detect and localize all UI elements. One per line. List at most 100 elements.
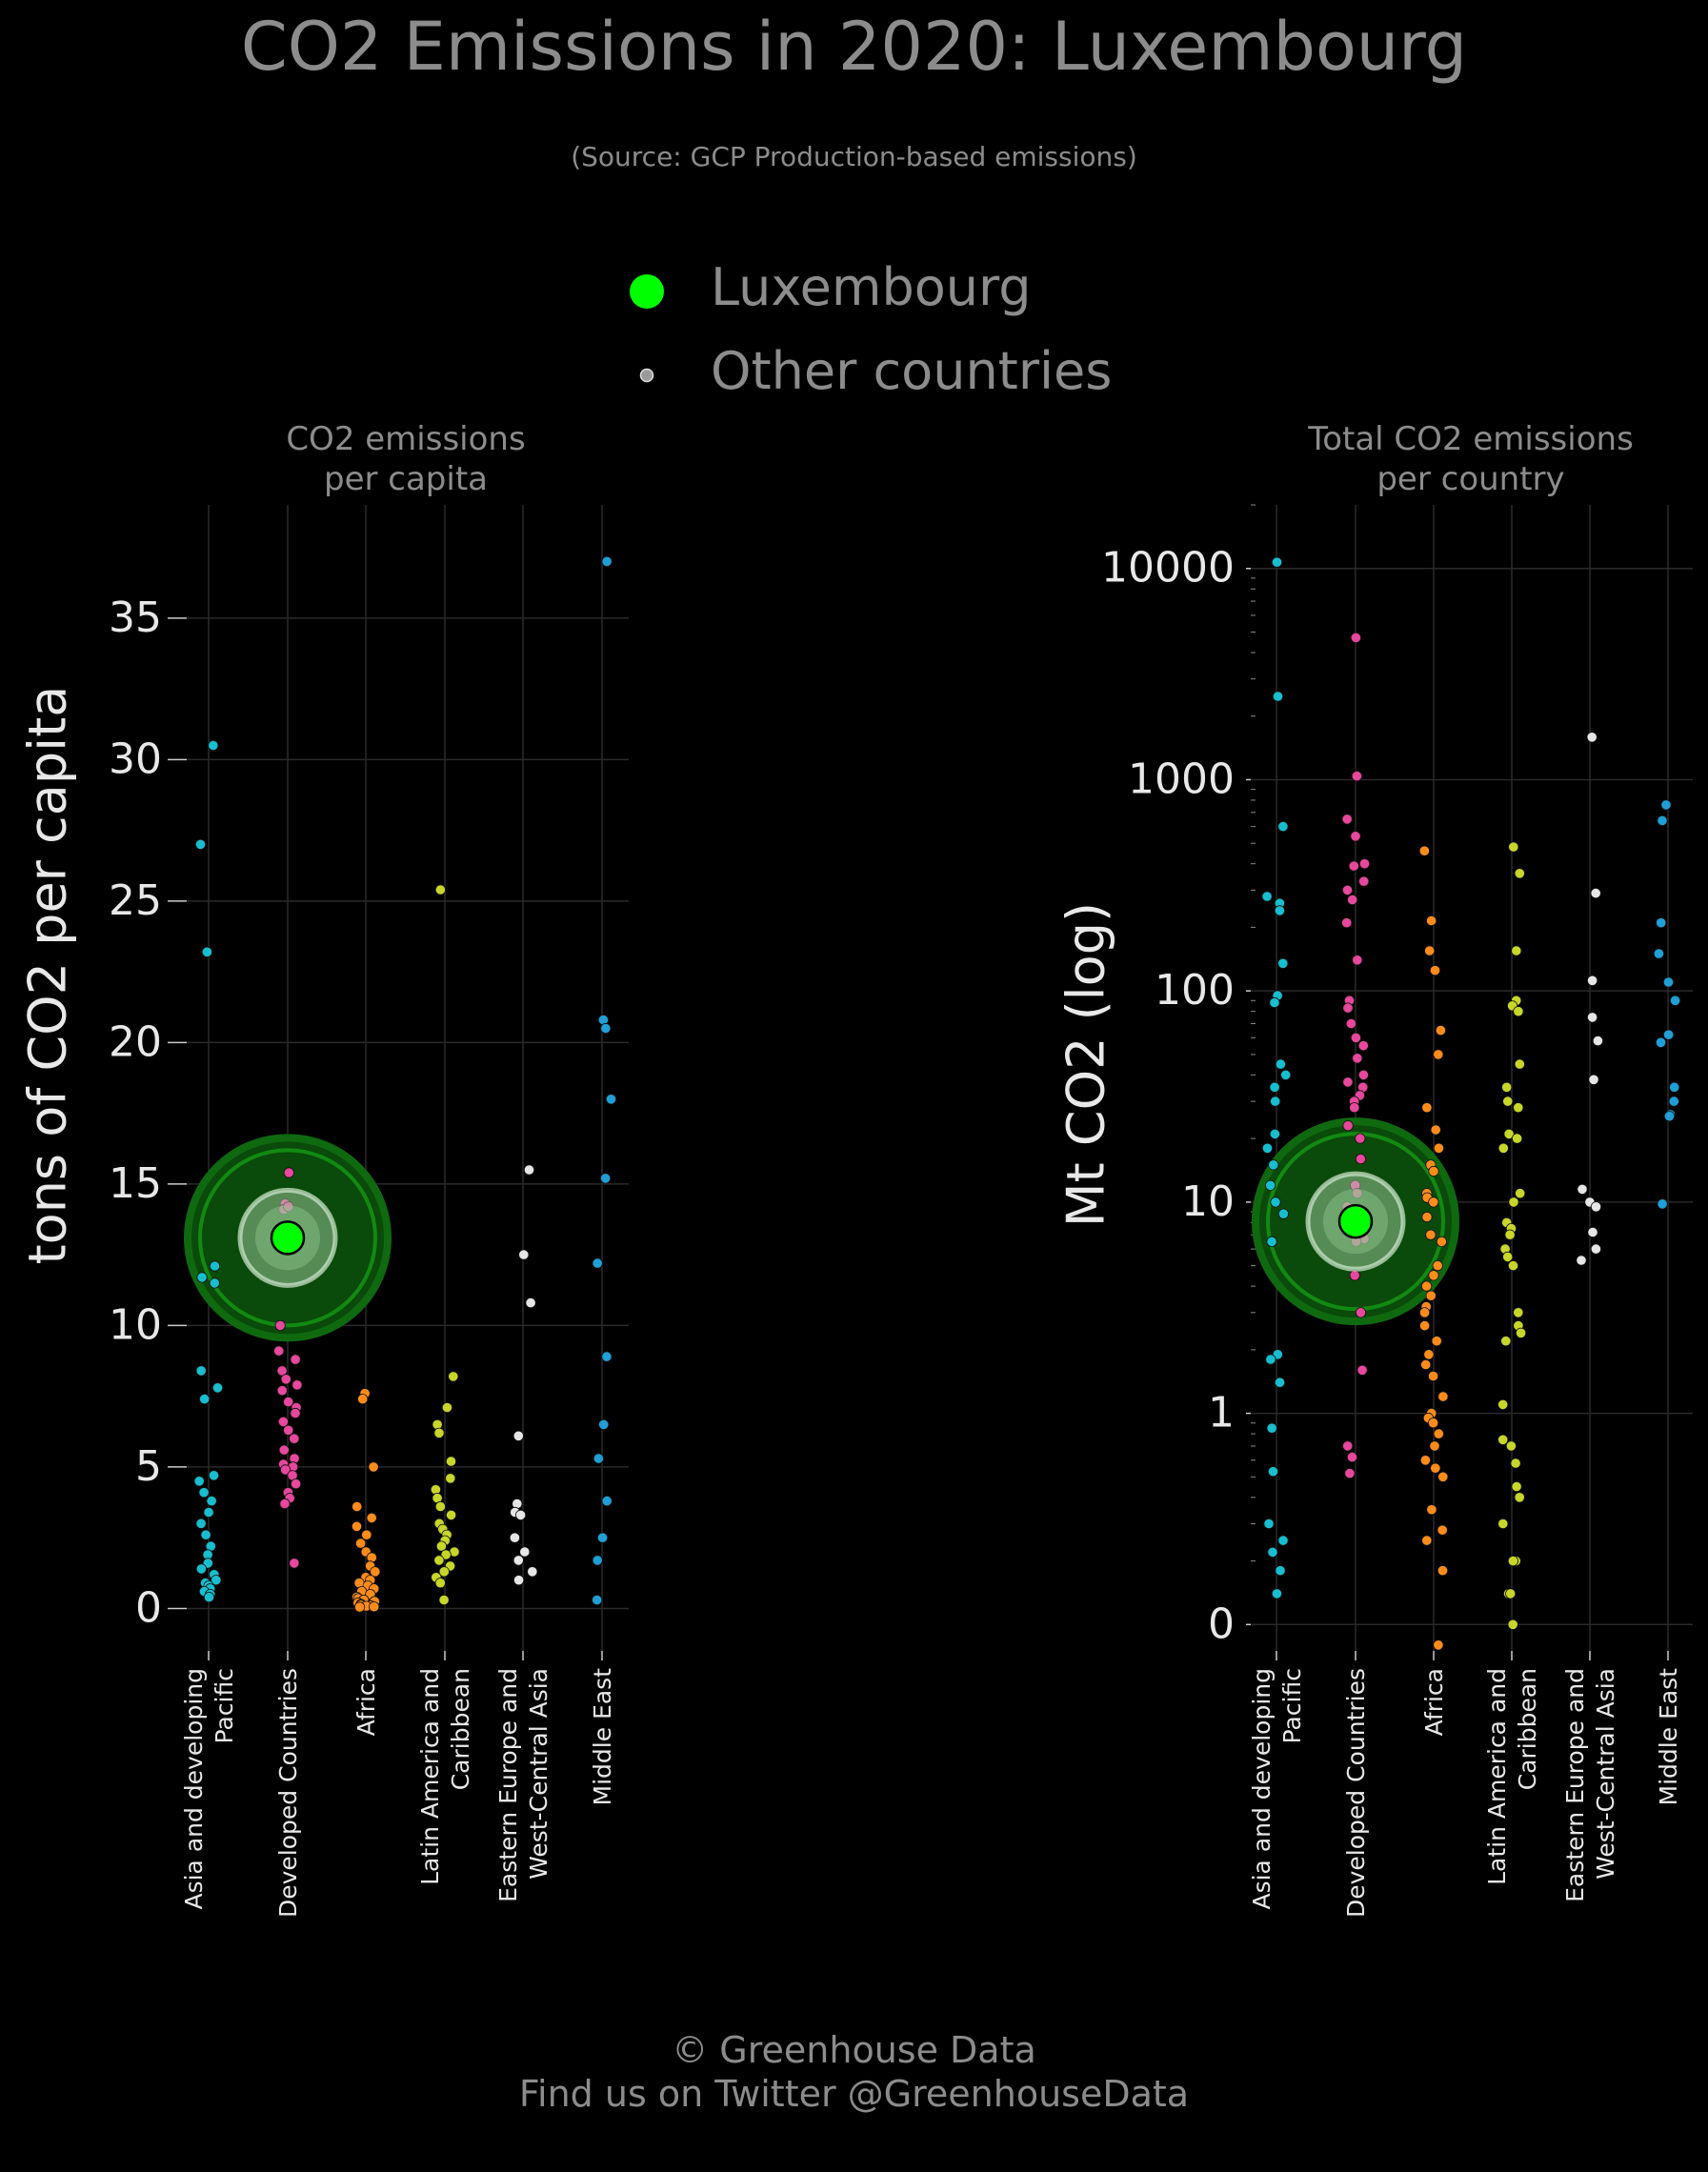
data-point-asia-and-developing-pacific (209, 1277, 220, 1289)
data-point-eastern-europe-and-west-central-asia (512, 1430, 524, 1441)
data-point-latin-america-and-caribbean (1503, 1128, 1515, 1140)
data-point-developed-countries (291, 1379, 303, 1391)
panel-title-total: Total CO2 emissions per country (1308, 420, 1634, 498)
data-point-latin-america-and-caribbean (1511, 945, 1522, 956)
xtick-label-line: Africa (352, 1668, 380, 1736)
xtick-label-line: Caribbean (1514, 1668, 1541, 1790)
data-point-latin-america-and-caribbean (1505, 1440, 1517, 1452)
data-point-developed-countries (278, 1444, 290, 1456)
data-point-developed-countries (1342, 1076, 1354, 1088)
data-point-developed-countries (1351, 771, 1363, 782)
data-point-developed-countries (1352, 955, 1363, 966)
data-point-africa (1430, 1124, 1441, 1136)
data-point-latin-america-and-caribbean (1508, 841, 1519, 853)
data-point-asia-and-developing-pacific (208, 739, 219, 752)
data-point-latin-america-and-caribbean (440, 1549, 452, 1560)
data-point-developed-countries (289, 1433, 300, 1444)
data-point-asia-and-developing-pacific (200, 1529, 211, 1540)
data-point-latin-america-and-caribbean (433, 1427, 445, 1438)
data-point-africa (1426, 1504, 1437, 1516)
data-point-middle-east (596, 1532, 609, 1543)
data-point-asia-and-developing-pacific (199, 1394, 211, 1405)
data-point-middle-east (605, 1094, 617, 1105)
data-point-eastern-europe-and-west-central-asia (525, 1297, 536, 1309)
ytick-label: 10000 (1101, 544, 1235, 593)
data-point-developed-countries (1357, 1069, 1370, 1081)
data-point-latin-america-and-caribbean (1515, 1188, 1526, 1199)
legend-highlight-marker (630, 274, 664, 309)
data-point-asia-and-developing-pacific (1277, 820, 1289, 833)
xtick-label-line: Asia and developing (1248, 1668, 1276, 1910)
data-point-middle-east (598, 1418, 610, 1431)
legend-other-label: Other countries (711, 341, 1113, 401)
data-point-developed-countries (1342, 1002, 1354, 1014)
data-point-asia-and-developing-pacific (1261, 1142, 1274, 1154)
data-point-asia-and-developing-pacific (1266, 1236, 1277, 1248)
data-point-developed-countries (280, 1374, 291, 1385)
data-point-africa (1421, 1280, 1433, 1292)
ytick-label: 20 (109, 1017, 162, 1066)
xtick-label-line: Middle East (589, 1668, 616, 1806)
data-point-asia-and-developing-pacific (194, 838, 207, 851)
data-point-middle-east (1663, 1111, 1676, 1122)
data-point-africa (1426, 915, 1437, 927)
data-point-latin-america-and-caribbean (1500, 1336, 1512, 1347)
data-point-asia-and-developing-pacific (1267, 1546, 1278, 1559)
data-point-asia-and-developing-pacific (1269, 1128, 1281, 1140)
data-point-africa (1419, 1307, 1431, 1318)
data-point-middle-east (1657, 814, 1668, 827)
data-point-asia-and-developing-pacific (1272, 691, 1284, 702)
data-point-developed-countries (1342, 1120, 1354, 1132)
data-point-asia-and-developing-pacific (195, 1365, 207, 1377)
highlight-halo-ring (198, 1148, 377, 1328)
data-point-eastern-europe-and-west-central-asia (1590, 887, 1601, 899)
data-point-africa (1432, 1260, 1443, 1272)
data-point-africa (1435, 1025, 1447, 1036)
data-point-asia-and-developing-pacific (1267, 1466, 1279, 1478)
data-point-latin-america-and-caribbean (445, 1473, 456, 1484)
data-point-latin-america-and-caribbean (1507, 1260, 1519, 1272)
highlight-halo-ring (1266, 1132, 1445, 1312)
data-point-developed-countries (1355, 1154, 1367, 1165)
data-point-latin-america-and-caribbean (1513, 1102, 1524, 1114)
data-point-asia-and-developing-pacific (203, 1506, 214, 1518)
data-point-africa (357, 1394, 369, 1405)
xtick-label-middle-east: Middle East (589, 1668, 616, 1806)
data-point-africa (1437, 1391, 1449, 1402)
data-point-developed-countries (1357, 1040, 1369, 1052)
highlight-point-luxembourg (270, 1220, 306, 1256)
data-point-latin-america-and-caribbean (1513, 1307, 1524, 1318)
data-point-asia-and-developing-pacific (1261, 891, 1273, 902)
data-point-asia-and-developing-pacific (1269, 996, 1280, 1009)
data-point-latin-america-and-caribbean (435, 1540, 447, 1552)
legend-other-marker (639, 368, 654, 383)
data-point-asia-and-developing-pacific (1265, 1354, 1276, 1365)
data-point-developed-countries (290, 1478, 302, 1490)
ytick-label: 5 (135, 1442, 162, 1491)
data-point-latin-america-and-caribbean (1505, 1588, 1517, 1599)
data-point-asia-and-developing-pacific (1266, 1422, 1277, 1434)
data-point-africa (1419, 1455, 1432, 1466)
data-point-asia-and-developing-pacific (1274, 905, 1286, 916)
data-point-latin-america-and-caribbean (438, 1594, 450, 1606)
legend-item-highlight: Luxembourg (610, 257, 1032, 317)
data-point-africa (1433, 1049, 1444, 1060)
data-point-eastern-europe-and-west-central-asia (1590, 1243, 1602, 1255)
data-point-latin-america-and-caribbean (1513, 1006, 1524, 1017)
data-point-eastern-europe-and-west-central-asia (523, 1164, 535, 1176)
data-point-developed-countries (1358, 875, 1370, 887)
data-point-developed-countries (1347, 894, 1358, 906)
data-point-africa (1437, 1524, 1448, 1536)
data-point-developed-countries (1350, 831, 1361, 842)
data-point-africa (1421, 1211, 1433, 1223)
data-point-developed-countries (1355, 1307, 1367, 1318)
ylabel-total: Mt CO2 (log) (1055, 901, 1116, 1228)
data-point-developed-countries (1341, 814, 1353, 825)
data-point-latin-america-and-caribbean (1514, 1492, 1525, 1503)
xtick-label-line: Pacific (1278, 1668, 1306, 1743)
data-point-developed-countries (1346, 1452, 1358, 1463)
data-point-asia-and-developing-pacific (211, 1575, 222, 1586)
xtick-label-line: Asia and developing (180, 1668, 208, 1910)
